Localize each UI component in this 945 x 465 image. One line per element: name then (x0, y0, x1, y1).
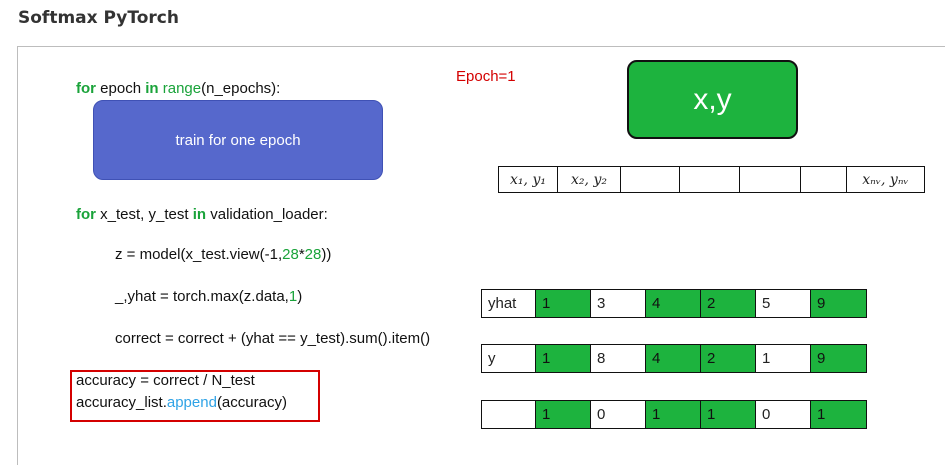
row-header: y (482, 345, 536, 372)
loop-vars: x_test, y_test (96, 206, 193, 223)
y-cell: 8 (591, 345, 646, 372)
yhat-cell: 2 (701, 290, 756, 317)
keyword-in: in (145, 80, 159, 97)
yhat-cell: 4 (646, 290, 701, 317)
code-text: z = model(x_test.view(-1, (115, 246, 283, 263)
append-line: accuracy_list.append(accuracy) (76, 394, 287, 411)
row-header: yhat (482, 290, 536, 317)
validation-loop-line: for x_test, y_test in validation_loader: (76, 206, 328, 223)
yhat-line: _,yhat = torch.max(z.data,1) (115, 288, 302, 305)
code-number: 28 (304, 246, 322, 263)
model-line: z = model(x_test.view(-1,28*28)) (115, 246, 331, 263)
row-header (482, 401, 536, 428)
sample-cell (680, 167, 740, 192)
train-box: train for one epoch (93, 100, 383, 180)
yhat-cell: 5 (756, 290, 811, 317)
code-number: 28 (282, 246, 299, 263)
loop-rest: (n_epochs): (201, 80, 281, 97)
match-cell: 1 (701, 401, 756, 428)
sample-cell (740, 167, 801, 192)
sample-cell: xₙᵥ, yₙᵥ (862, 171, 909, 188)
code-text: * (298, 246, 305, 263)
match-cell: 0 (756, 401, 811, 428)
samples-strip: x₁, y₁ x₂, y₂ xₙᵥ, yₙᵥ (498, 166, 925, 193)
match-cell: 1 (646, 401, 701, 428)
code-text: (accuracy) (216, 394, 287, 411)
loop-var: epoch (96, 80, 146, 97)
accuracy-highlight-box (70, 370, 320, 422)
loop-rest: validation_loader: (206, 206, 328, 223)
code-text: ) (297, 288, 303, 305)
y-cell: 1 (536, 345, 591, 372)
slide-image: for epoch in range(n_epochs): train for … (17, 46, 945, 465)
y-cell: 9 (811, 345, 866, 372)
page-title: Softmax PyTorch (18, 8, 179, 28)
code-text: )) (321, 246, 332, 263)
accuracy-line: accuracy = correct / N_test (76, 372, 255, 389)
sample-cell (801, 167, 847, 192)
epoch-label: Epoch=1 (456, 68, 516, 85)
epoch-loop-line: for epoch in range(n_epochs): (76, 80, 280, 97)
sample-cell: x₁, y₁ (499, 167, 558, 192)
match-cell: 1 (536, 401, 591, 428)
sample-cell: x₂, y₂ (558, 167, 621, 192)
code-text: accuracy_list. (76, 394, 167, 411)
code-number: 1 (288, 288, 298, 305)
code-text: _,yhat = torch.max(z.data, (115, 288, 289, 305)
y-row: y 1 8 4 2 1 9 (481, 344, 867, 373)
yhat-cell: 3 (591, 290, 646, 317)
keyword-for: for (76, 80, 96, 97)
correct-line: correct = correct + (yhat == y_test).sum… (115, 330, 431, 347)
match-cell: 1 (811, 401, 866, 428)
y-cell: 4 (646, 345, 701, 372)
append-method: append (166, 394, 217, 411)
xy-box: x,y (627, 60, 798, 139)
yhat-cell: 9 (811, 290, 866, 317)
sample-cell (621, 167, 680, 192)
match-row: 1 0 1 1 0 1 (481, 400, 867, 429)
y-cell: 2 (701, 345, 756, 372)
match-cell: 0 (591, 401, 646, 428)
keyword-in: in (192, 206, 207, 223)
y-cell: 1 (756, 345, 811, 372)
range-function: range (162, 80, 202, 97)
keyword-for: for (76, 206, 96, 223)
yhat-row: yhat 1 3 4 2 5 9 (481, 289, 867, 318)
yhat-cell: 1 (536, 290, 591, 317)
